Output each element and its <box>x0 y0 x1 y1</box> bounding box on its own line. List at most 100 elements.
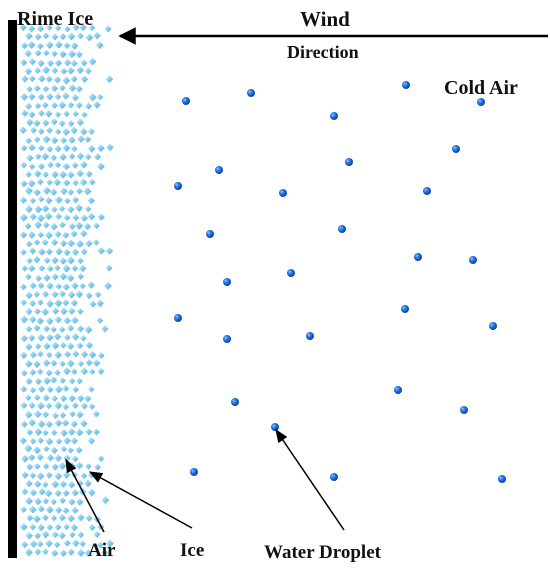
ice-crystal <box>41 238 49 246</box>
ice-crystal <box>45 369 53 377</box>
water-droplet-dot <box>271 423 279 431</box>
ice-crystal <box>72 23 80 31</box>
ice-crystal <box>33 169 42 178</box>
ice-crystal <box>37 333 45 342</box>
ice-crystal <box>45 420 53 428</box>
ice-crystal <box>101 496 110 504</box>
ice-crystal <box>20 180 28 188</box>
ice-crystal <box>63 214 71 222</box>
ice-crystal <box>67 481 76 489</box>
ice-crystal <box>54 369 61 376</box>
ice-crystal <box>88 178 96 186</box>
ice-crystal <box>28 93 36 101</box>
ice-crystal <box>55 213 62 220</box>
ice-crystal <box>79 178 88 187</box>
ice-crystal <box>42 411 50 419</box>
ice-crystal <box>89 300 97 308</box>
ice-crystal <box>25 463 34 471</box>
ice-crystal <box>77 308 84 315</box>
ice-crystal <box>59 239 68 248</box>
ice-crystal <box>51 206 58 213</box>
ice-crystal <box>41 152 50 161</box>
ice-crystal <box>59 84 66 92</box>
ice-crystal <box>45 41 54 50</box>
ice-crystal <box>88 385 95 393</box>
ice-crystal <box>94 291 102 298</box>
ice-crystal <box>75 85 83 93</box>
ice-crystal <box>37 299 44 306</box>
ice-crystal <box>63 42 71 49</box>
ice-crystal <box>87 212 96 221</box>
ice-crystal <box>34 153 42 160</box>
ice-crystal <box>59 257 67 265</box>
ice-crystal <box>59 480 68 488</box>
ice-crystal <box>67 101 75 109</box>
ice-crystal <box>67 32 76 41</box>
ice-crystal <box>105 539 114 548</box>
ice-crystal <box>76 169 84 178</box>
ice-crystal <box>75 446 83 454</box>
ice-crystal <box>88 524 96 531</box>
water-droplet-dot <box>452 145 460 153</box>
ice-crystal <box>32 360 41 369</box>
ice-crystal <box>68 377 76 385</box>
ice-crystal <box>59 272 68 281</box>
ice-crystal <box>46 317 54 325</box>
ice-crystal <box>24 273 32 281</box>
ice-crystal <box>67 205 75 214</box>
ice-crystal <box>51 395 58 402</box>
ice-crystal <box>20 506 27 513</box>
ice-crystal <box>20 369 28 377</box>
ice-crystal <box>33 446 41 455</box>
ice-crystal <box>59 341 67 349</box>
ice-crystal <box>36 472 45 481</box>
ice-crystal <box>27 179 36 188</box>
ice-crystal <box>20 248 27 256</box>
ice-crystal <box>34 49 42 57</box>
ice-crystal <box>51 290 59 298</box>
water-droplet-dot <box>345 158 353 166</box>
ice-crystal <box>77 531 85 539</box>
ice-crystal <box>28 143 36 152</box>
ice-crystal <box>45 539 53 548</box>
ice-crystal <box>51 480 60 489</box>
water-droplet-dot <box>460 406 468 414</box>
ice-crystal <box>62 76 71 85</box>
ice-crystal <box>37 74 46 83</box>
ice-crystal <box>88 93 97 102</box>
ice-crystal <box>28 25 36 33</box>
ice-crystal <box>96 162 105 171</box>
ice-crystal <box>97 367 105 375</box>
ice-crystal <box>50 136 59 145</box>
ice-crystal <box>51 50 58 57</box>
ice-crystal <box>54 230 62 238</box>
ice-crystal <box>59 394 68 403</box>
ice-crystal <box>37 282 45 290</box>
ice-crystal <box>28 58 36 66</box>
ice-crystal <box>46 126 53 134</box>
ice-crystal <box>77 273 84 280</box>
ice-crystal <box>71 506 79 514</box>
ice-crystal <box>45 505 54 514</box>
ice-crystal <box>34 221 43 229</box>
ice-crystal <box>21 454 29 463</box>
ice-crystal <box>96 93 104 101</box>
water-droplet-dot <box>330 473 338 481</box>
ice-crystal <box>20 58 28 67</box>
ice-crystal <box>68 307 76 315</box>
ice-crystal <box>46 59 55 67</box>
ice-crystal <box>54 489 62 497</box>
ice-crystal <box>44 489 53 498</box>
ice-crystal <box>60 136 68 144</box>
ice-crystal <box>77 257 84 265</box>
ice-crystal <box>59 360 66 367</box>
ice-crystal <box>25 240 33 248</box>
ice-crystal <box>75 221 84 230</box>
ice-crystal <box>33 291 40 298</box>
ice-crystal <box>19 23 27 32</box>
ice-crystal <box>70 145 78 152</box>
ice-crystal <box>24 394 32 402</box>
water-droplet-dot <box>247 89 255 97</box>
